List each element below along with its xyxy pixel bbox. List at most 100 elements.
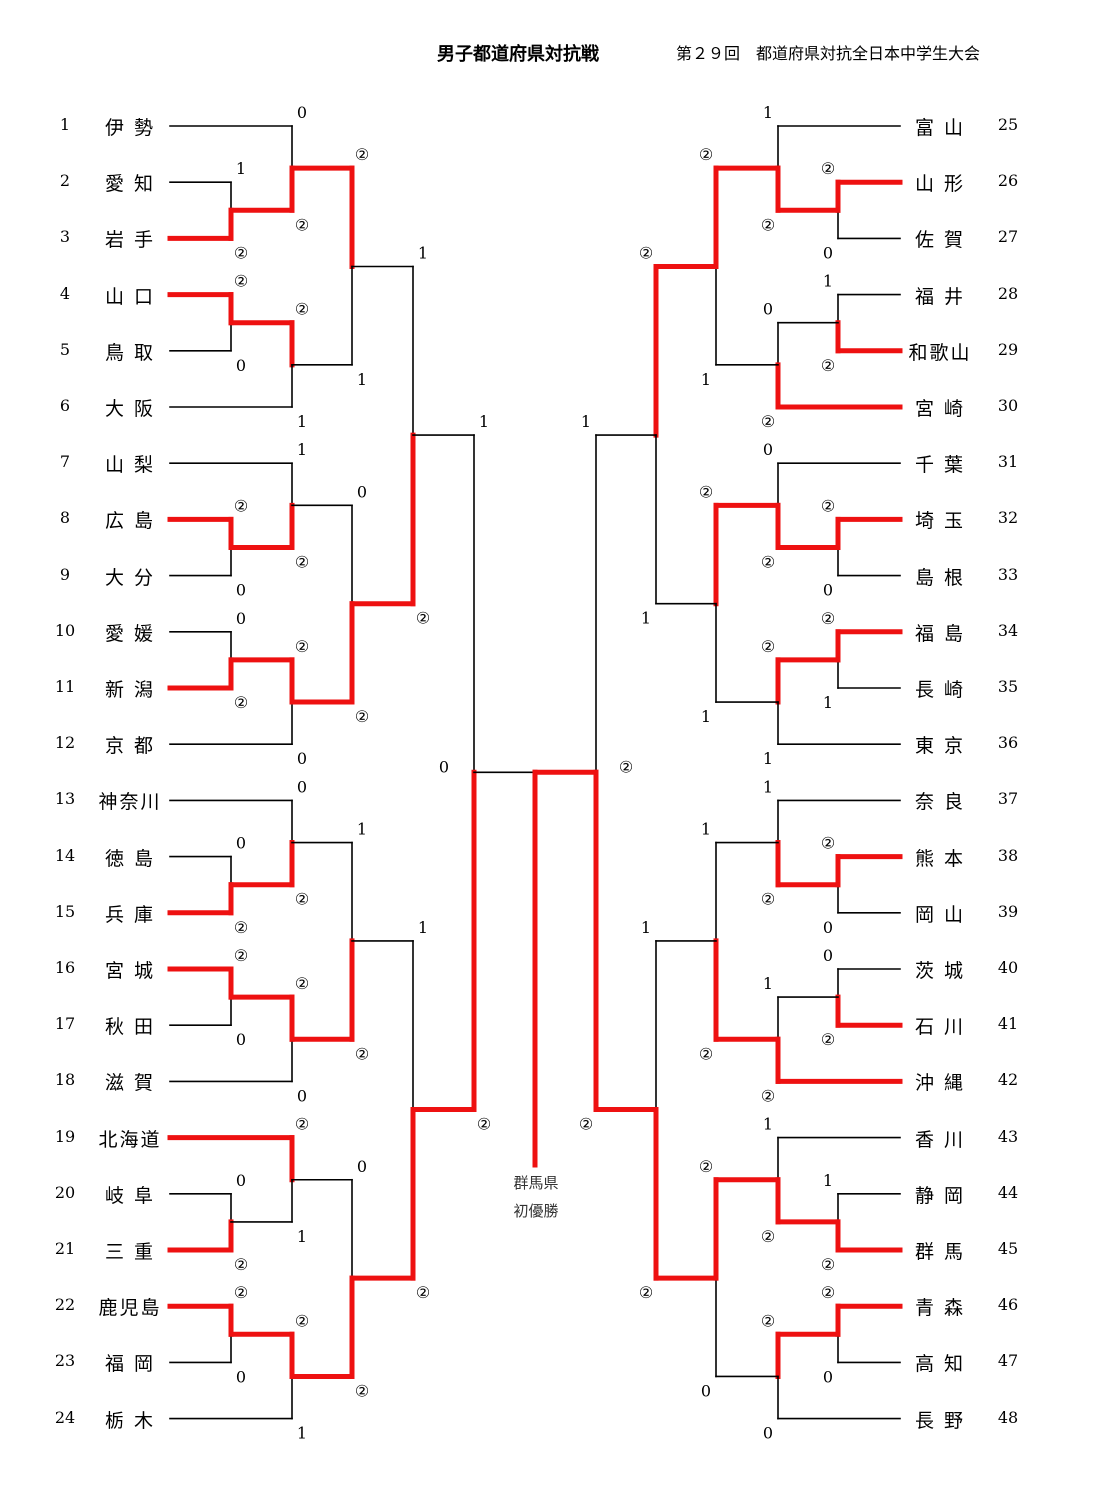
right-team-name: 沖 縄 bbox=[914, 1072, 966, 1095]
left-team-seed: 11 bbox=[54, 677, 76, 696]
match-score: ② bbox=[234, 1283, 248, 1302]
match-score: ② bbox=[761, 890, 775, 909]
left-team-name: 広 島 bbox=[104, 510, 156, 533]
right-team-seed: 35 bbox=[997, 677, 1019, 696]
match-score: ② bbox=[821, 834, 835, 853]
left-team-seed: 8 bbox=[59, 508, 71, 528]
match-score: 0 bbox=[701, 1381, 711, 1400]
match-score: ② bbox=[761, 412, 775, 431]
right-team-seed: 29 bbox=[997, 339, 1019, 359]
match-score: ② bbox=[761, 1227, 775, 1246]
match-score: 0 bbox=[357, 482, 367, 501]
match-score: ② bbox=[295, 637, 309, 656]
left-team-name: 北海道 bbox=[98, 1128, 162, 1151]
match-score: ② bbox=[416, 609, 430, 628]
right-team-seed: 48 bbox=[997, 1407, 1019, 1427]
match-score: 1 bbox=[297, 1227, 307, 1246]
left-team-seed: 13 bbox=[54, 789, 76, 809]
right-team-name: 長 野 bbox=[914, 1409, 966, 1432]
match-score: 1 bbox=[823, 693, 833, 712]
left-team-name: 大 分 bbox=[104, 566, 156, 589]
match-score: ② bbox=[234, 693, 248, 712]
match-score: ② bbox=[639, 244, 653, 263]
left-team-seed: 14 bbox=[54, 845, 76, 865]
left-team-seed: 15 bbox=[54, 901, 76, 921]
right-team-seed: 26 bbox=[997, 171, 1019, 191]
left-team-seed: 6 bbox=[59, 396, 71, 415]
left-team-seed: 22 bbox=[54, 1295, 76, 1315]
right-team-name: 岡 山 bbox=[914, 903, 966, 926]
right-team-seed: 36 bbox=[997, 733, 1019, 753]
match-score: ② bbox=[234, 1255, 248, 1274]
match-score: 0 bbox=[236, 834, 246, 853]
right-team-name: 山 形 bbox=[914, 173, 966, 196]
match-score: 1 bbox=[701, 820, 711, 839]
left-team-seed: 4 bbox=[59, 283, 71, 303]
left-team-name: 愛 媛 bbox=[104, 622, 156, 645]
left-team-name: 鹿児島 bbox=[98, 1297, 162, 1320]
right-team-seed: 44 bbox=[997, 1182, 1019, 1202]
match-score: ② bbox=[821, 1030, 835, 1049]
match-score: 1 bbox=[763, 974, 773, 993]
match-score: 1 bbox=[641, 609, 651, 628]
right-team-seed: 45 bbox=[997, 1239, 1019, 1258]
match-score: 1 bbox=[357, 370, 367, 389]
right-team-name: 宮 崎 bbox=[914, 398, 966, 420]
left-team-seed: 10 bbox=[54, 620, 76, 640]
right-team-name: 千 葉 bbox=[914, 454, 966, 477]
match-score: ② bbox=[295, 974, 309, 993]
right-team-name: 熊 本 bbox=[914, 847, 966, 870]
match-score: 0 bbox=[823, 581, 833, 600]
match-score: 1 bbox=[641, 918, 651, 937]
match-score: 1 bbox=[763, 103, 773, 122]
match-score: ② bbox=[355, 707, 369, 726]
right-team-name: 長 崎 bbox=[914, 679, 966, 701]
left-team-seed: 1 bbox=[59, 115, 71, 134]
match-score: ② bbox=[295, 300, 309, 319]
left-team-seed: 2 bbox=[59, 171, 71, 191]
match-score: 0 bbox=[823, 1367, 833, 1386]
match-score: ② bbox=[234, 243, 248, 262]
left-team-name: 滋 賀 bbox=[104, 1072, 156, 1095]
match-score: 0 bbox=[823, 243, 833, 262]
left-team-seed: 17 bbox=[54, 1014, 76, 1034]
match-score: 1 bbox=[418, 918, 428, 937]
left-team-name: 京 都 bbox=[104, 735, 156, 758]
match-score: 0 bbox=[236, 1367, 246, 1386]
right-team-name: 東 京 bbox=[914, 735, 966, 758]
match-score: 1 bbox=[479, 412, 489, 431]
right-team-seed: 33 bbox=[997, 564, 1019, 584]
left-team-seed: 20 bbox=[54, 1182, 76, 1202]
right-team-name: 群 馬 bbox=[914, 1241, 966, 1263]
match-score: ② bbox=[295, 890, 309, 909]
match-score: 1 bbox=[418, 244, 428, 263]
match-score: 0 bbox=[297, 1086, 307, 1105]
match-score: ② bbox=[699, 1157, 713, 1176]
match-score: ② bbox=[295, 215, 309, 234]
match-score: 0 bbox=[763, 300, 773, 319]
left-team-name: 徳 島 bbox=[104, 847, 156, 870]
left-team-name: 宮 城 bbox=[104, 960, 156, 982]
champion-team: 群馬県 bbox=[513, 1174, 559, 1192]
page-title: 男子都道府県対抗戦 bbox=[437, 44, 599, 65]
match-score: ② bbox=[355, 1381, 369, 1400]
right-team-seed: 47 bbox=[997, 1351, 1019, 1371]
right-team-name: 高 知 bbox=[914, 1353, 966, 1376]
right-team-name: 富 山 bbox=[914, 117, 966, 139]
right-team-seed: 27 bbox=[997, 227, 1019, 247]
left-team-seed: 21 bbox=[54, 1239, 76, 1258]
match-score: 1 bbox=[763, 777, 773, 796]
left-team-name: 福 岡 bbox=[104, 1353, 156, 1376]
match-score: 0 bbox=[236, 1030, 246, 1049]
left-team-seed: 9 bbox=[59, 564, 71, 584]
right-team-seed: 43 bbox=[997, 1126, 1019, 1146]
match-score: 1 bbox=[823, 1171, 833, 1190]
match-score: ② bbox=[355, 145, 369, 164]
left-team-seed: 19 bbox=[54, 1126, 76, 1146]
champion-note: 初優勝 bbox=[513, 1202, 559, 1220]
right-team-seed: 31 bbox=[997, 452, 1019, 472]
left-team-seed: 7 bbox=[59, 452, 71, 472]
left-team-seed: 16 bbox=[54, 958, 76, 977]
match-score: 0 bbox=[763, 1424, 773, 1443]
match-score: 0 bbox=[823, 946, 833, 965]
